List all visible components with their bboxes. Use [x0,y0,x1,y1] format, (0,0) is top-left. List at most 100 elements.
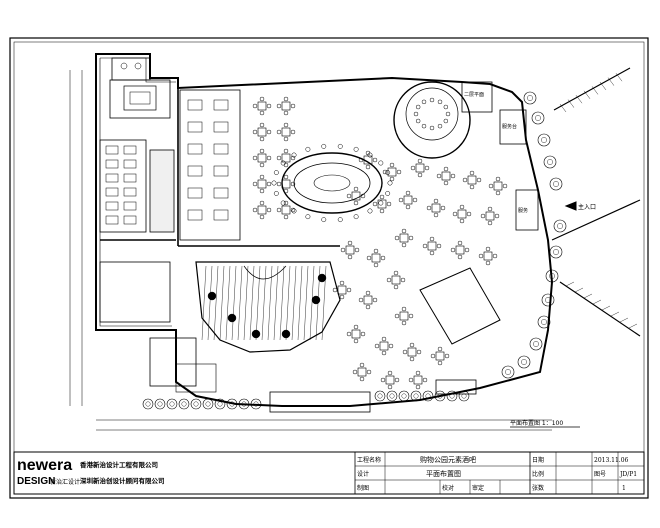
column-symbol [281,329,291,339]
project-label: 工程名称 [357,456,381,464]
chair-symbol [386,201,392,207]
plant-symbol [169,401,175,407]
entrance-hatch [615,73,623,82]
stage-seat [437,99,443,105]
table-symbol [431,203,441,213]
chair-symbol [394,377,400,383]
stage-seat [415,104,421,110]
chair-symbol [495,190,501,196]
booth-table [187,187,203,199]
logo-text: newera [17,457,72,474]
booth-table [187,165,203,177]
plant-symbol [250,398,262,410]
approve-label: 审定 [472,484,484,492]
plant-symbol [202,398,214,410]
chair-symbol [346,287,352,293]
plant-symbol [458,390,470,402]
entrance-hatch [628,323,638,329]
bar-stool [291,208,297,214]
chair-symbol [410,165,416,171]
plant-symbol [413,393,419,399]
plant-symbol [142,398,154,410]
chair-symbol [426,205,432,211]
chair-symbol [433,212,439,218]
stage-seat [443,104,449,110]
booth-table [123,145,137,155]
plant-symbol [398,390,410,402]
outer-wall [95,53,554,407]
chair-symbol [290,181,296,187]
stage-seat [413,111,419,117]
chair-symbol [347,240,353,246]
table-symbol [427,241,437,251]
chair-symbol [394,313,400,319]
fixture [120,62,128,70]
plant-symbol [541,319,547,325]
chair-symbol [266,155,272,161]
table-symbol [385,375,395,385]
stage-seat [429,97,435,103]
chair-symbol [469,170,475,176]
partition [419,267,501,345]
plant-symbol [214,398,226,410]
chair-symbol [478,253,484,259]
entrance-arrow [564,201,577,211]
toilet-room [111,57,151,81]
entrance-label: 主入口 [578,203,596,211]
planter-strip-right [435,379,477,395]
chair-symbol [495,176,501,182]
table-symbol [391,275,401,285]
chair-symbol [290,103,296,109]
table-symbol [363,295,373,305]
booth-table [187,143,203,155]
outer-frame [9,37,649,499]
chair-symbol [266,129,272,135]
chair-symbol [366,369,372,375]
plant-symbol [217,401,223,407]
plant-symbol [241,401,247,407]
sheet-number: 1 [622,485,626,492]
table-symbol [257,179,267,189]
chair-symbol [443,166,449,172]
plant-symbol [229,401,235,407]
floor-hatch [303,265,309,341]
drawing-number: JD/P1 [619,471,637,478]
chair-symbol [389,176,395,182]
bar-stool [353,146,359,152]
storage-room-2 [175,363,217,393]
chair-symbol [436,173,442,179]
bar-stool [367,152,373,158]
chair-symbol [408,313,414,319]
table-symbol [435,351,445,361]
booth-table [105,159,119,169]
date-label: 日期 [532,456,544,464]
entrance-hatch [591,86,599,95]
plant-symbol [541,137,547,143]
room-right-mid [499,109,527,145]
oval-bar-outer [281,152,383,214]
entrance-wall [551,67,641,337]
chair-symbol [437,360,443,366]
chair-symbol [283,188,289,194]
bar-counter-left [149,149,175,233]
plant-symbol [537,315,551,329]
plant-symbol [449,393,455,399]
booth-table [213,99,229,111]
bar-stool [321,143,327,149]
entrance-hatch [575,95,583,104]
draw-label: 制图 [357,484,369,492]
bar-stool [305,214,311,220]
bar-stool [280,200,286,206]
booth-table [187,209,203,221]
round-stage-inner [405,87,459,141]
stage-seat [421,123,427,129]
chair-symbol [436,243,442,249]
plant-symbol [541,293,555,307]
chair-symbol [360,193,366,199]
stage-seat [415,118,421,124]
chair-symbol [252,103,258,109]
plant-symbol [531,111,545,125]
chair-symbol [440,205,446,211]
plant-symbol [389,393,395,399]
chair-symbol [259,200,265,206]
